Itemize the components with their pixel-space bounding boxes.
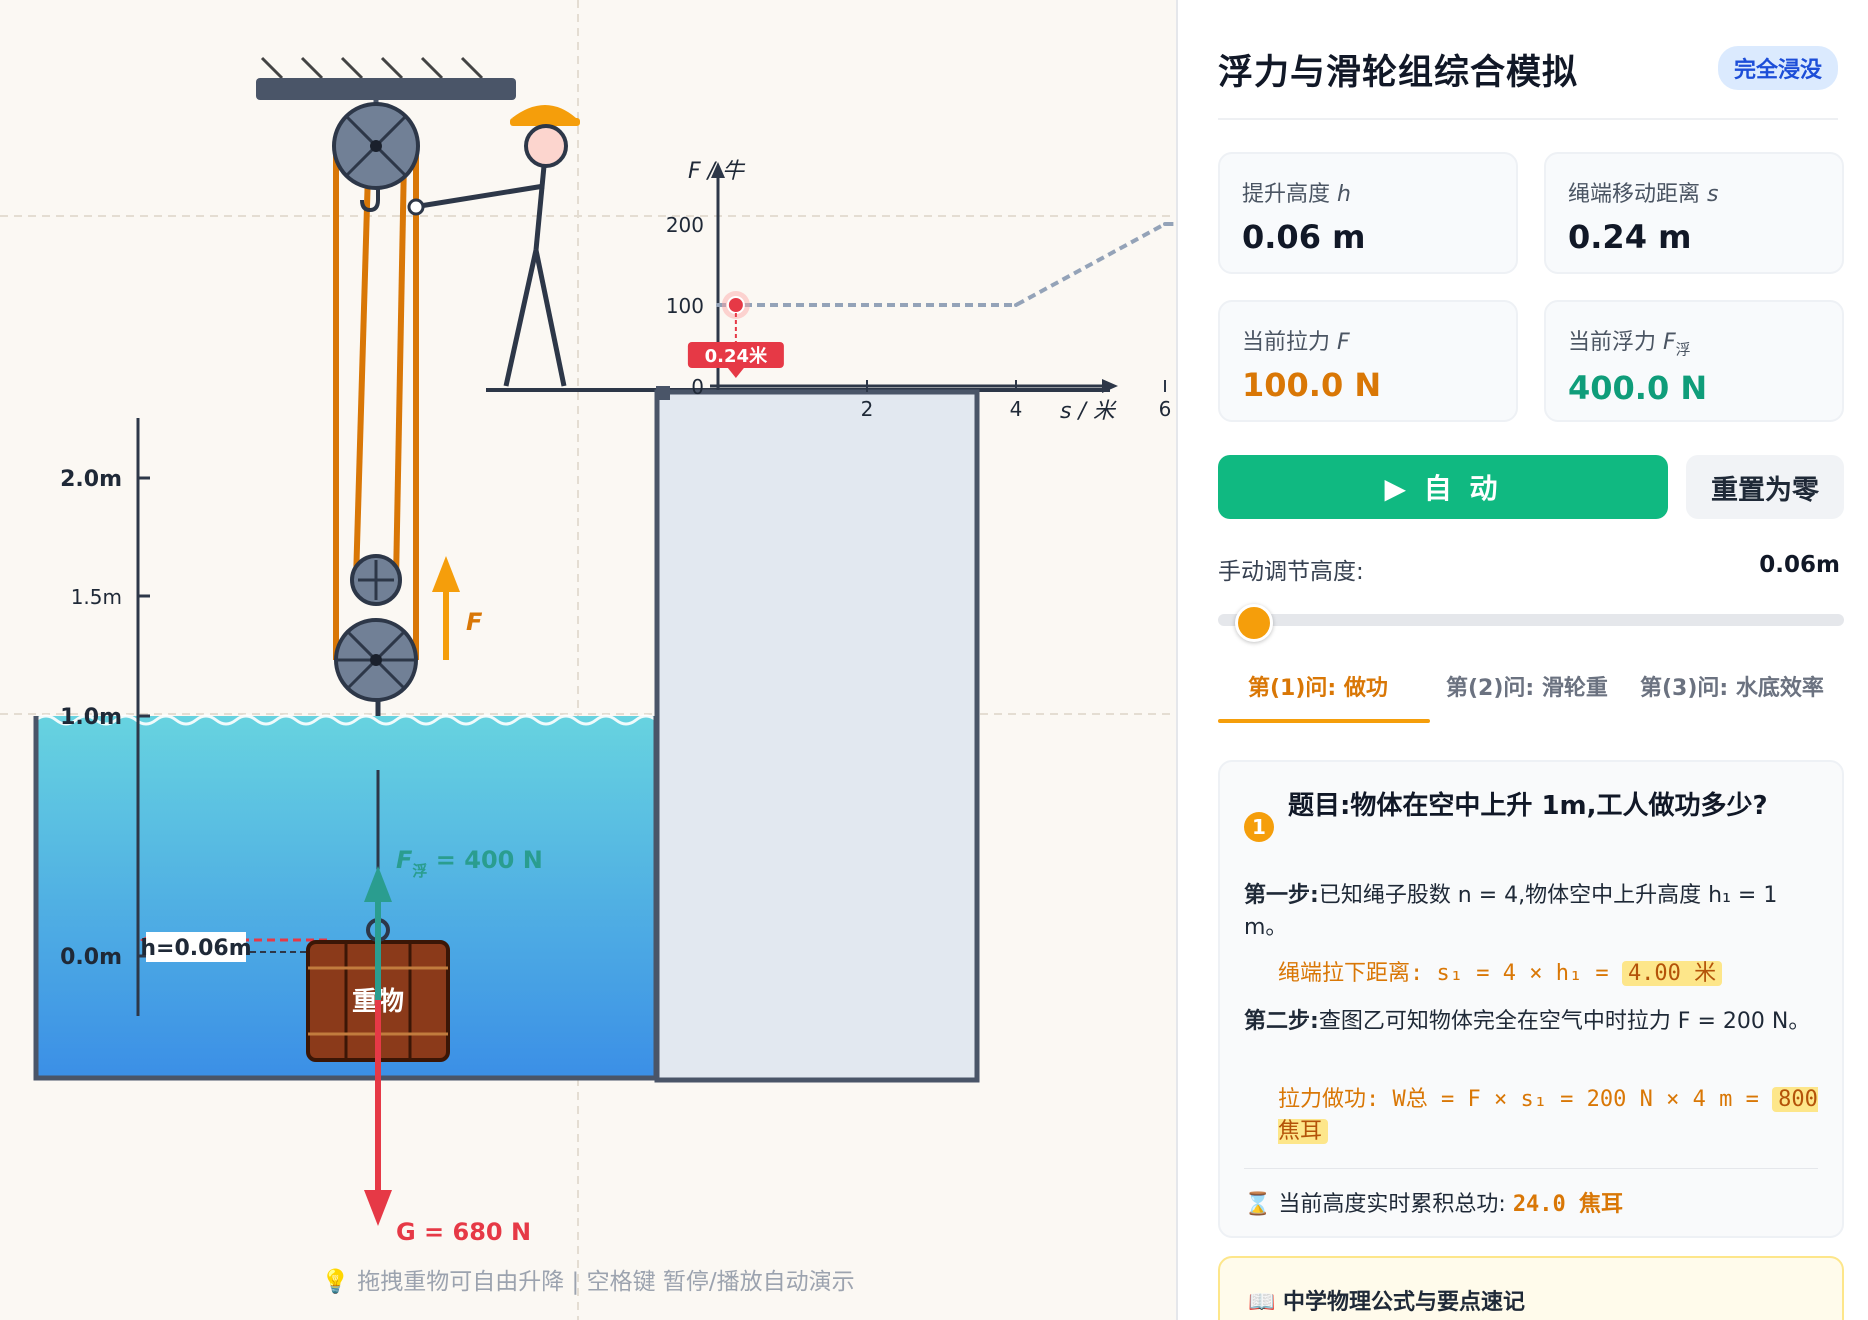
accumulated-work-label: 当前高度实时累积总功: [1278, 1192, 1513, 1217]
step-2-label: 第二步: [1244, 1009, 1319, 1034]
accumulated-work-value: 24.0 焦耳 [1512, 1192, 1624, 1217]
formula-1-result: 4.00 米 [1621, 961, 1723, 986]
step-2-text: 查图乙可知物体完全在空气中时拉力 F = 200 N。 [1318, 1009, 1811, 1034]
step-1-label: 第一步: [1244, 883, 1319, 908]
svg-text:F浮 = 400 N: F浮 = 400 N [396, 846, 543, 880]
buoyancy-subscript: 浮 [412, 862, 427, 880]
ruler-label: 0.0m [60, 945, 122, 970]
chart-data-point [1014, 303, 1018, 307]
chart-y-tick: 200 [666, 213, 704, 237]
chart-x-label: s / 米 [1060, 399, 1117, 424]
buoyancy-card-value: 400.0 N [1568, 369, 1708, 408]
height-marker: h=0.06m [140, 932, 330, 962]
platform-corner [656, 386, 670, 400]
chart-data-point [1163, 222, 1167, 226]
ruler-label: 1.5m [71, 585, 122, 609]
step-2: 第二步:查图乙可知物体完全在空气中时拉力 F = 200 N。 [1244, 1006, 1824, 1038]
height-card-value: 0.06 m [1242, 218, 1366, 256]
buoyancy-card-symbol: F [1663, 330, 1676, 355]
formula-notes-card: 📖 中学物理公式与要点速记 [1218, 1256, 1844, 1320]
rope-card-label: 绳端移动距离 [1568, 182, 1707, 207]
formula-2: 拉力做功: W总 = F × s₁ = 200 N × 4 m = 800 焦耳 [1278, 1084, 1838, 1148]
chart-x-tick: 4 [1010, 397, 1023, 421]
buoyancy-value: = 400 N [427, 846, 542, 874]
formula-1-text: 绳端拉下距离: s₁ = 4 × h₁ = [1278, 961, 1622, 986]
simulation-scene: 2.0m 1.5m 1.0m 0.0m h=0.06m F [0, 0, 1176, 1320]
ruler-label: 2.0m [60, 467, 122, 492]
ruler-label: 1.0m [60, 705, 122, 730]
tab-question-1[interactable]: 第(1)问: 做功 [1248, 676, 1388, 701]
fixed-pulley [332, 102, 420, 213]
auto-play-button[interactable]: ▶ 自 动 [1218, 455, 1668, 519]
pulley-ropes [333, 148, 419, 660]
question-divider [1244, 1168, 1818, 1169]
buoyancy-symbol: F [396, 846, 413, 874]
question-card: 1 题目:物体在空中上升 1m,工人做功多少? 第一步:已知绳子股数 n = 4… [1218, 760, 1844, 1238]
chart-series-line [718, 222, 1176, 307]
formula-2-text: 拉力做功: W总 = F × s₁ = 200 N × 4 m = [1278, 1087, 1773, 1112]
formula-1: 绳端拉下距离: s₁ = 4 × h₁ = 4.00 米 [1278, 958, 1838, 990]
question-number: 1 [1244, 812, 1274, 842]
chart-x-tick: 6 [1159, 397, 1172, 421]
chart-x-arrow [1102, 379, 1118, 393]
force-card-value: 100.0 N [1242, 366, 1382, 404]
height-slider-track[interactable] [1218, 614, 1844, 626]
tab-question-2[interactable]: 第(2)问: 滑轮重 [1446, 676, 1608, 701]
question-tabs: 第(1)问: 做功 第(2)问: 滑轮重 第(3)问: 水底效率 [1218, 670, 1844, 724]
worker-figure [407, 105, 580, 387]
height-ruler: 2.0m 1.5m 1.0m 0.0m [60, 418, 150, 1016]
reset-button[interactable]: 重置为零 [1686, 455, 1844, 519]
control-panel: 浮力与滑轮组综合模拟 完全浸没 提升高度 h 0.06 m 绳端移动距离 s 0… [1176, 0, 1868, 1320]
force-card-symbol: F [1337, 330, 1350, 355]
buoyancy-card-subscript: 浮 [1675, 340, 1691, 359]
buoyancy-card: 当前浮力 F浮 400.0 N [1544, 300, 1844, 422]
chart-y-tick: 0 [691, 375, 704, 399]
chart-current-tag [687, 342, 784, 368]
scene-hint: 💡 拖拽重物可自由升降 | 空格键 暂停/播放自动演示 [321, 1269, 855, 1295]
chart-y-tick: 100 [666, 294, 704, 318]
movable-pulley-small [350, 554, 402, 606]
slider-value: 0.06m [1759, 552, 1840, 578]
buoyancy-arrow: F浮 = 400 N [364, 846, 543, 1000]
buoyancy-card-label: 当前浮力 [1568, 330, 1663, 355]
step-1: 第一步:已知绳子股数 n = 4,物体空中上升高度 h₁ = 1 m。 [1244, 880, 1824, 944]
chart-current-label: 0.24米 [705, 345, 768, 367]
status-badge: 完全浸没 [1717, 46, 1838, 90]
rope-card: 绳端移动距离 s 0.24 m [1544, 152, 1844, 274]
hourglass-icon: ⌛ [1244, 1192, 1272, 1217]
height-marker-label: h=0.06m [140, 936, 251, 961]
scene-svg: 2.0m 1.5m 1.0m 0.0m h=0.06m F [0, 0, 1176, 1320]
force-arrow: F [432, 556, 483, 660]
force-distance-chart: F / 牛 s / 米 20010002468 0.24米 [666, 159, 1176, 424]
height-card-label: 提升高度 [1242, 182, 1337, 207]
notes-title: 📖 中学物理公式与要点速记 [1248, 1290, 1526, 1315]
force-card-label: 当前拉力 [1242, 330, 1337, 355]
step-1-text: 已知绳子股数 n = 4,物体空中上升高度 h₁ = 1 m。 [1244, 883, 1778, 940]
slider-label: 手动调节高度: [1218, 559, 1364, 585]
rope-card-value: 0.24 m [1568, 218, 1692, 256]
force-card: 当前拉力 F 100.0 N [1218, 300, 1518, 422]
chart-current-tag-pointer [727, 368, 744, 378]
question-title: 题目:物体在空中上升 1m,工人做功多少? [1288, 791, 1768, 821]
chart-y-arrow [711, 162, 725, 178]
chart-current-point [726, 296, 745, 314]
chart-x-tick: 2 [861, 397, 874, 421]
chart-data-point [716, 303, 720, 307]
title-divider [1218, 118, 1838, 120]
platform-block [654, 389, 980, 1083]
gravity-arrow: G = 680 N [364, 1000, 531, 1246]
height-card: 提升高度 h 0.06 m [1218, 152, 1518, 274]
accumulated-work: ⌛ 当前高度实时累积总功: 24.0 焦耳 [1244, 1186, 1623, 1218]
height-slider-thumb[interactable] [1234, 604, 1273, 642]
active-tab-indicator [1218, 719, 1430, 723]
force-label: F [466, 608, 483, 636]
gravity-label: G = 680 N [396, 1218, 531, 1246]
chart-y-label: F / 牛 [688, 159, 746, 184]
rope-card-symbol: s [1707, 182, 1719, 207]
panel-title: 浮力与滑轮组综合模拟 [1218, 53, 1579, 93]
height-card-symbol: h [1337, 182, 1351, 207]
tab-question-3[interactable]: 第(3)问: 水底效率 [1640, 676, 1824, 701]
